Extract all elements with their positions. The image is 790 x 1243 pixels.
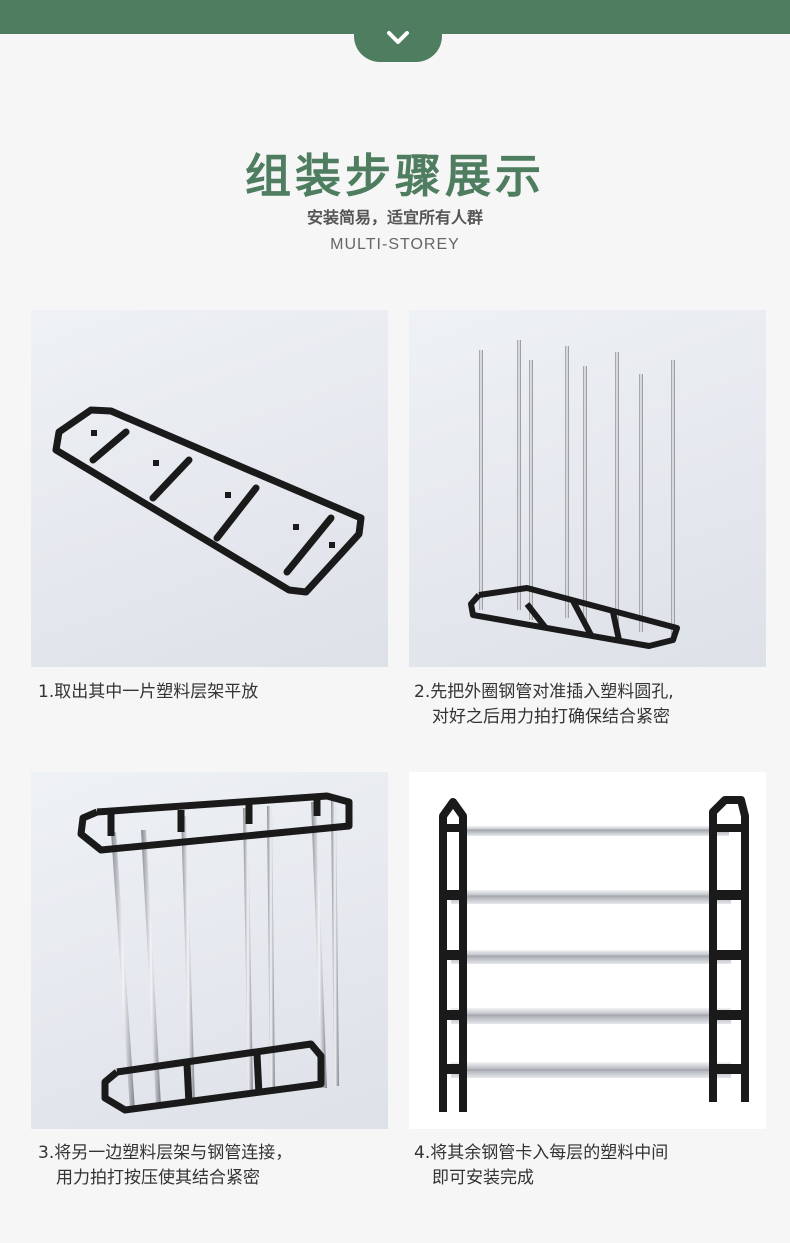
step-1-caption: 1.取出其中一片塑料层架平放 [38,680,258,705]
step-1-photo [31,310,388,667]
english-subtitle: MULTI-STOREY [330,236,460,253]
step-2-caption: 2.先把外圈钢管对准插入塑料圆孔, 对好之后用力拍打确保结合紧密 [414,680,674,730]
page-title: 组装步骤展示 [245,149,545,203]
step-3-line1: 3.将另一边塑料层架与钢管连接， [38,1143,293,1163]
step-4-line1: 4.将其余钢管卡入每层的塑料中间 [414,1143,669,1163]
step-4-caption: 4.将其余钢管卡入每层的塑料中间 即可安装完成 [414,1141,668,1191]
step-2-line1: 2.先把外圈钢管对准插入塑料圆孔, [414,682,674,702]
step-1-line1: 1.取出其中一片塑料层架平放 [38,682,259,702]
step-2-line2: 对好之后用力拍打确保结合紧密 [432,707,670,727]
step-4-photo [409,772,766,1129]
chevron-down-icon [387,31,409,44]
step-3-caption: 3.将另一边塑料层架与钢管连接， 用力拍打按压使其结合紧密 [38,1141,292,1191]
step-4-line2: 即可安装完成 [432,1168,534,1188]
step-3-photo [31,772,388,1129]
scroll-tab[interactable] [354,0,442,62]
page-subtitle: 安装简易，适宜所有人群 [306,208,483,227]
step-2-photo [409,310,766,667]
step-3-line2: 用力拍打按压使其结合紧密 [56,1168,260,1188]
